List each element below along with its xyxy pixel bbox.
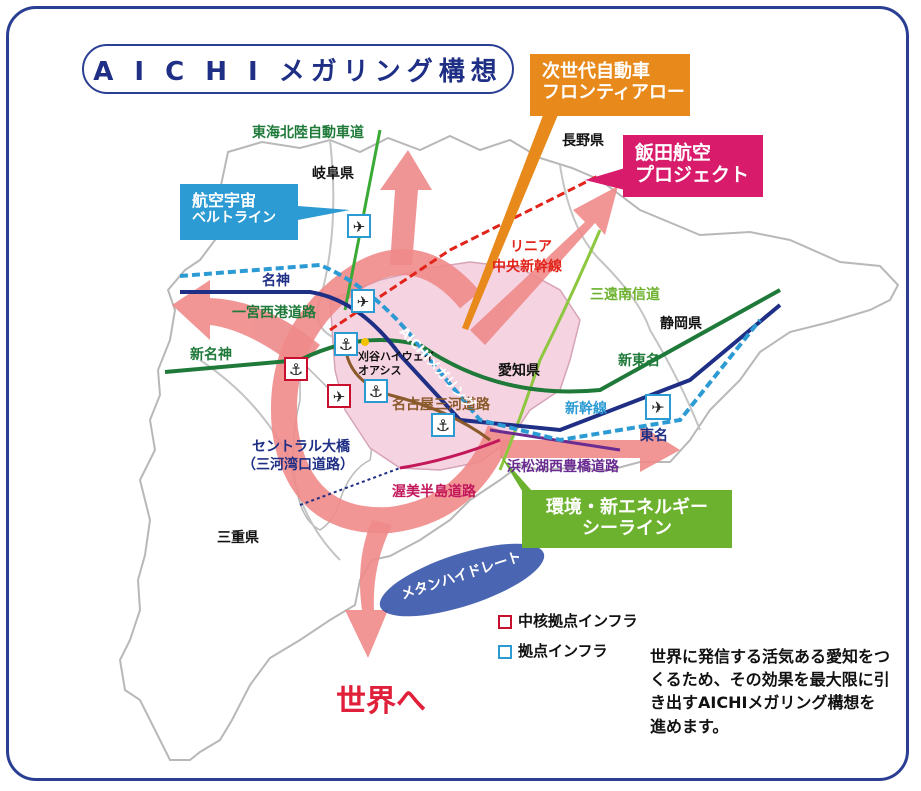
arrow-north xyxy=(380,150,432,265)
svg-text:⚓: ⚓ xyxy=(369,382,383,401)
frame xyxy=(6,6,909,781)
arrow-west xyxy=(172,280,320,370)
pref-border-1 xyxy=(316,139,341,341)
label-shinkansen: 新幹線 xyxy=(565,401,607,417)
callout-aero: 航空宇宙 ベルトライン xyxy=(180,184,298,240)
svg-text:⚓: ⚓ xyxy=(289,360,303,379)
pref-gifu: 岐阜県 xyxy=(312,166,354,182)
svg-text:✈: ✈ xyxy=(353,218,366,236)
label-to-world: 世界へ xyxy=(336,684,426,719)
pref-border-2 xyxy=(559,164,651,331)
page-title: A I C H I メガリング構想 xyxy=(82,44,514,94)
route-atsumi xyxy=(399,438,501,470)
label-shin-tomei: 新東名 xyxy=(618,353,660,369)
route-hamamatsu xyxy=(489,428,621,452)
core-icon-1: ⚓ xyxy=(284,357,308,381)
label-central-bridge-1: セントラル大橋 xyxy=(252,439,350,455)
callout-aero-line2: ベルトライン xyxy=(192,210,276,227)
arrow-northeast xyxy=(470,186,618,345)
callout-iida: 飯田航空 プロジェクト xyxy=(623,135,763,197)
label-tomei: 東名 xyxy=(640,428,668,444)
label-shin-meishin: 新名神 xyxy=(190,347,232,363)
label-linear-1: リニア xyxy=(510,239,552,255)
pointer-aero xyxy=(298,206,350,220)
callout-iida-line1: 飯田航空 xyxy=(635,142,712,164)
legend-base-swatch xyxy=(498,644,512,659)
label-kariya-1: 刈谷ハイウェイ xyxy=(358,350,435,363)
callout-next-gen-line1: 次世代自動車 xyxy=(542,61,650,82)
pointer-next-gen xyxy=(462,110,560,330)
label-central-bridge-2: （三河湾口道路） xyxy=(242,457,354,473)
kariya-dot xyxy=(361,338,369,346)
label-sanen: 三遠南信道 xyxy=(590,287,660,303)
pref-aichi: 愛知県 xyxy=(498,363,540,379)
methane-oval xyxy=(379,543,545,617)
svg-text:⚓: ⚓ xyxy=(436,416,450,435)
legend-base: 拠点インフラ xyxy=(498,640,608,661)
legend-base-label: 拠点インフラ xyxy=(518,642,608,660)
description: 世界に発信する活気ある愛知をつくるため、その効果を最大限に引き出すAICHIメガ… xyxy=(650,647,891,736)
legend-core-label: 中核拠点インフラ xyxy=(518,612,638,630)
arrow-east xyxy=(500,425,680,472)
label-meishin: 名神 xyxy=(262,273,290,289)
label-ichinomiya-port: 一宮西港道路 xyxy=(232,305,316,321)
base-icon-4: ⚓ xyxy=(364,379,388,403)
arrows xyxy=(172,150,680,658)
legend-core: 中核拠点インフラ xyxy=(498,610,638,631)
svg-text:✈: ✈ xyxy=(357,293,370,311)
arrow-south xyxy=(345,520,392,658)
base-icon-1: ✈ xyxy=(347,214,371,238)
base-icon-2: ✈ xyxy=(351,289,375,313)
label-nagoya-mikawa: 名古屋三河道路 xyxy=(392,397,490,413)
svg-text:⚓: ⚓ xyxy=(339,335,353,354)
route-nagoya-mikawa xyxy=(343,339,491,442)
callout-env-line2: シーライン xyxy=(582,517,672,539)
callout-aero-line1: 航空宇宙 xyxy=(192,191,257,210)
pref-nagano: 長野県 xyxy=(562,133,604,149)
pref-mie: 三重県 xyxy=(217,530,259,546)
base-icon-5: ⚓ xyxy=(431,413,455,437)
label-linear-2: 中央新幹線 xyxy=(492,259,562,275)
route-sanen xyxy=(498,229,602,471)
label-hamamatsu: 浜松湖西豊橋道路 xyxy=(507,459,619,475)
base-icon-3: ⚓ xyxy=(334,332,358,356)
svg-text:✈: ✈ xyxy=(333,388,346,406)
callout-next-gen-line2: フロンティアロード xyxy=(542,81,703,103)
callout-iida-line2: プロジェクト xyxy=(635,163,750,186)
callout-next-gen: 次世代自動車 フロンティアロード xyxy=(530,54,703,116)
callout-env-line1: 環境・新エネルギー xyxy=(546,497,708,518)
label-atsumi: 渥美半島道路 xyxy=(392,484,476,500)
megaring xyxy=(271,249,513,534)
svg-text:✈: ✈ xyxy=(651,398,664,417)
pointer-iida xyxy=(585,168,625,190)
base-icon-6: ✈ xyxy=(645,394,671,420)
label-kariya-2: オアシス xyxy=(358,364,402,377)
core-icon-2: ✈ xyxy=(327,384,351,408)
legend-core-swatch xyxy=(498,614,512,629)
callout-env: 環境・新エネルギー シーライン xyxy=(522,490,732,548)
pref-shizuoka: 静岡県 xyxy=(660,316,702,332)
pref-border-3 xyxy=(649,329,701,431)
route-shinkansen xyxy=(179,262,762,443)
label-tokai-hokuriku: 東海北陸自動車道 xyxy=(252,125,364,141)
